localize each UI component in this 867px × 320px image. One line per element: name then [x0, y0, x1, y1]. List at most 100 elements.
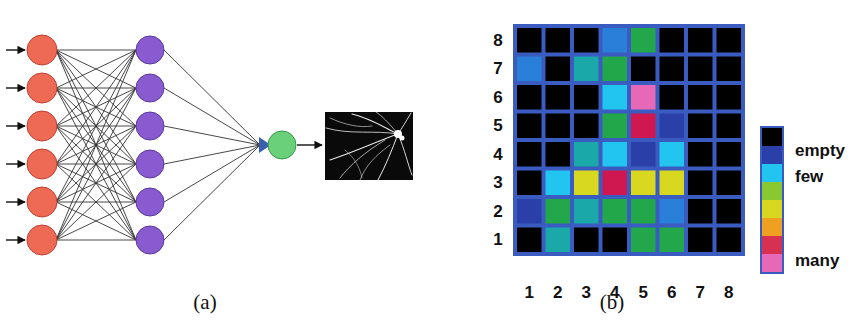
input-arrow: [6, 239, 25, 240]
heat-cell: [603, 28, 628, 53]
output-arrow: [297, 144, 322, 145]
column-number: 1: [525, 284, 534, 301]
legend-swatch: [762, 128, 782, 146]
weight-line: [56, 126, 136, 240]
weight-line: [56, 126, 136, 240]
heat-cell: [603, 114, 628, 139]
heat-cell: [717, 57, 742, 82]
row-number: 4: [493, 146, 502, 163]
hidden-neuron: [136, 188, 164, 216]
heat-cell: [660, 228, 685, 253]
heatmap-grid: [513, 24, 745, 256]
column-number: 3: [582, 284, 591, 301]
input-arrow: [6, 87, 25, 88]
heat-cell: [717, 85, 742, 110]
neuron-image: [325, 112, 413, 180]
heat-cell: [660, 57, 685, 82]
heat-cell: [631, 114, 656, 139]
weight-line: [56, 202, 136, 240]
heat-cell: [603, 57, 628, 82]
weight-line: [56, 88, 136, 240]
weight-line: [164, 50, 260, 145]
heat-cell: [717, 28, 742, 53]
weight-line: [56, 202, 136, 240]
heat-cell: [517, 171, 542, 196]
heat-cell: [717, 142, 742, 167]
bar-cell: [762, 200, 782, 218]
input-neuron: [27, 225, 57, 255]
heat-cell: [574, 199, 599, 224]
heat-cell: [688, 171, 713, 196]
heat-cell: [660, 28, 685, 53]
hidden-neuron: [136, 112, 164, 140]
heat-cell: [546, 142, 571, 167]
legend-text: few: [795, 168, 823, 185]
heat-cell: [603, 228, 628, 253]
row-number: 1: [493, 231, 502, 248]
weight-line: [56, 50, 136, 164]
row-number: 2: [493, 203, 502, 220]
weight-line: [56, 164, 136, 240]
heat-cell: [631, 142, 656, 167]
hidden-neuron: [136, 226, 164, 254]
heat-cell: [574, 142, 599, 167]
weight-line: [56, 50, 136, 202]
weight-line: [56, 50, 136, 202]
heat-cell: [546, 28, 571, 53]
heat-cell: [631, 199, 656, 224]
column-number: 6: [667, 284, 676, 301]
heat-cell: [660, 114, 685, 139]
heat-cell: [631, 171, 656, 196]
input-neuron: [27, 149, 57, 179]
weight-line: [56, 50, 136, 164]
bar-cell: [762, 236, 782, 254]
bar-frame: [760, 126, 784, 274]
weight-line: [56, 88, 136, 240]
heat-cell: [603, 171, 628, 196]
weight-line: [56, 50, 136, 51]
heat-cell: [631, 85, 656, 110]
heat-cell: [688, 57, 713, 82]
row-number: 6: [493, 89, 502, 106]
column-number: 5: [639, 284, 648, 301]
heat-cell: [631, 28, 656, 53]
legend-swatch: [762, 164, 782, 182]
heat-cell: [574, 85, 599, 110]
heat-cell: [717, 171, 742, 196]
input-arrow: [6, 49, 25, 50]
heat-cell: [603, 199, 628, 224]
column-number: 8: [724, 284, 733, 301]
heat-cell: [574, 114, 599, 139]
heat-cell: [517, 199, 542, 224]
input-arrow: [6, 163, 25, 164]
heat-cell: [517, 57, 542, 82]
weight-line: [164, 126, 260, 145]
column-number: 7: [696, 284, 705, 301]
heat-cell: [603, 142, 628, 167]
hidden-neuron: [136, 36, 164, 64]
heat-cell: [546, 199, 571, 224]
weight-line: [164, 145, 260, 240]
grid-frame: [513, 24, 745, 256]
heat-cell: [546, 85, 571, 110]
weight-line: [56, 50, 136, 240]
weight-line: [56, 50, 136, 126]
heat-cell: [717, 228, 742, 253]
panel-label: (b): [600, 292, 625, 313]
bar-cell: [762, 182, 782, 200]
heat-cell: [717, 114, 742, 139]
legend-text: empty: [795, 142, 845, 159]
heat-cell: [660, 199, 685, 224]
input-neuron: [27, 187, 57, 217]
heat-cell: [660, 171, 685, 196]
weight-line: [56, 50, 136, 126]
heat-cell: [517, 142, 542, 167]
hidden-neuron: [136, 74, 164, 102]
weight-line: [164, 88, 260, 145]
input-arrow: [6, 125, 25, 126]
input-arrow: [6, 201, 25, 202]
heat-cell: [688, 228, 713, 253]
heat-cell: [546, 57, 571, 82]
heat-cell: [574, 228, 599, 253]
heat-cell: [546, 171, 571, 196]
